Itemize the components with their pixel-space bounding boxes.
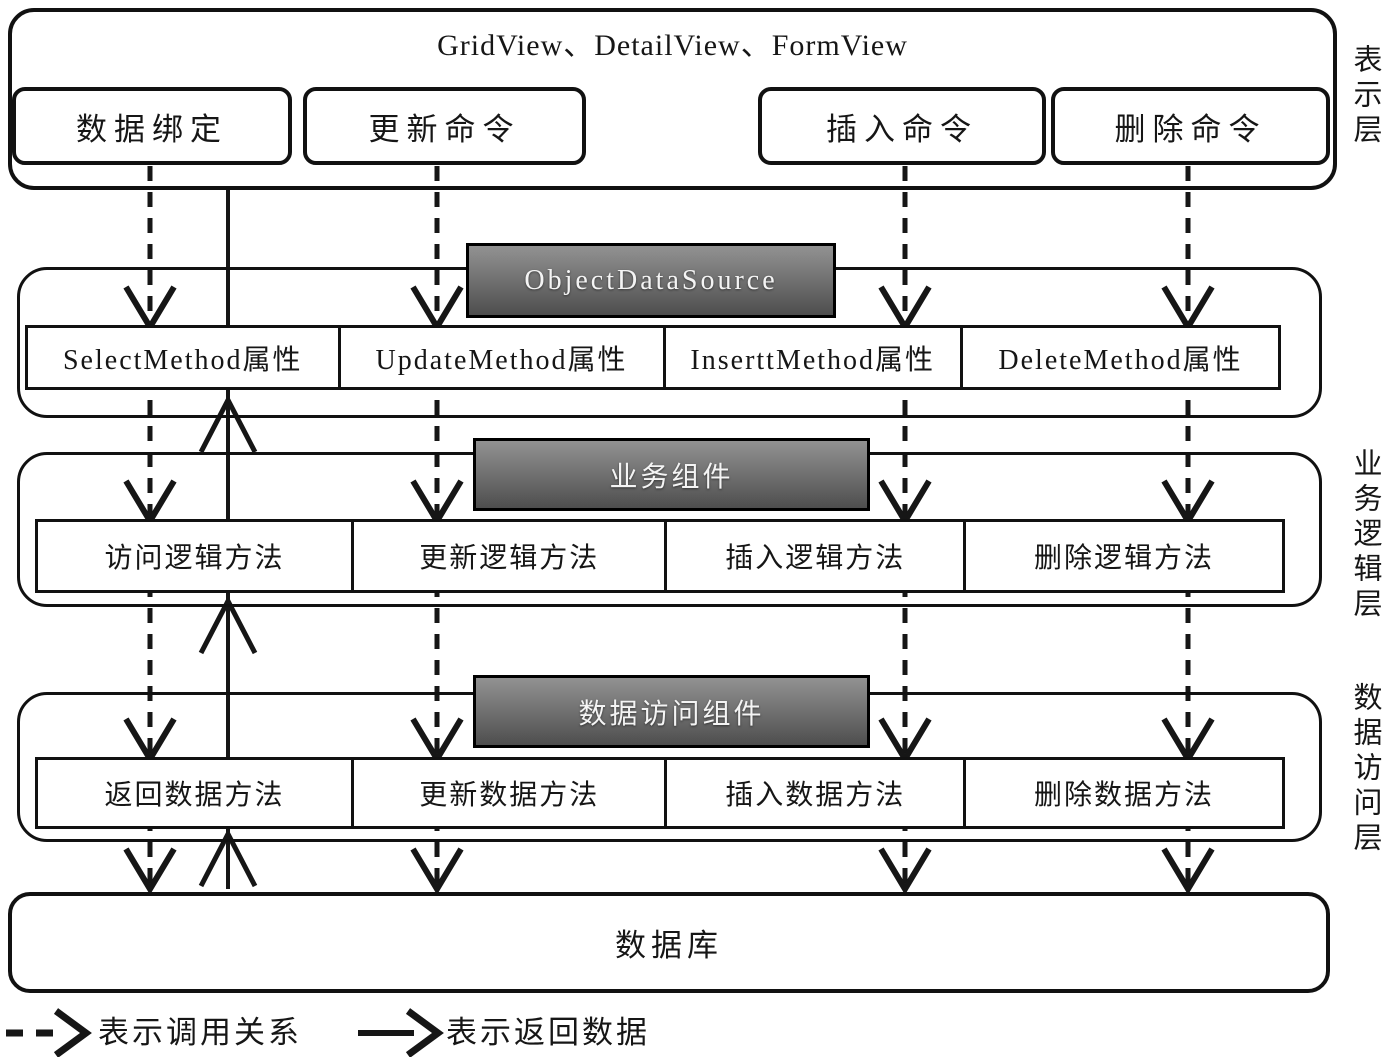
box-update-command-label: 更新命令 xyxy=(368,111,521,147)
data-access-method-row: 返回数据方法 更新数据方法 插入数据方法 删除数据方法 xyxy=(35,757,1285,829)
database-box: 数据库 xyxy=(8,892,1330,993)
cell-insert-method: InserttMethod属性 xyxy=(666,328,963,387)
cell-access-logic: 访问逻辑方法 xyxy=(38,522,354,590)
box-insert-command-label: 插入命令 xyxy=(826,111,978,147)
side-label-data-access: 数据访问层 xyxy=(1349,682,1381,857)
side-label-business: 业务逻辑层 xyxy=(1349,448,1381,623)
data-access-component-label: 数据访问组件 xyxy=(578,698,765,730)
cell-update-method: UpdateMethod属性 xyxy=(341,328,666,387)
legend-dashed-label: 表示调用关系 xyxy=(98,1015,302,1050)
business-component-box: 业务组件 xyxy=(473,438,870,511)
presentation-layer-title: GridView、DetailView、FormView xyxy=(437,29,908,62)
box-delete-command-label: 删除命令 xyxy=(1114,111,1267,147)
cell-insert-data: 插入数据方法 xyxy=(667,760,966,826)
box-data-binding: 数据绑定 xyxy=(12,87,292,165)
box-update-command: 更新命令 xyxy=(303,87,586,165)
ods-component-label: ObjectDataSource xyxy=(524,264,778,296)
cell-delete-method: DeleteMethod属性 xyxy=(998,344,1243,376)
presentation-layer-container xyxy=(8,8,1337,190)
cell-delete-data: 删除数据方法 xyxy=(1033,780,1214,811)
cell-update-logic: 更新逻辑方法 xyxy=(354,522,668,590)
cell-select-method: SelectMethod属性 xyxy=(28,328,341,387)
cell-update-data: 更新数据方法 xyxy=(354,760,668,826)
box-insert-command: 插入命令 xyxy=(758,87,1046,165)
data-access-component-box: 数据访问组件 xyxy=(473,675,870,748)
cell-insert-logic: 插入逻辑方法 xyxy=(667,522,966,590)
legend-solid-label: 表示返回数据 xyxy=(446,1015,650,1050)
cell-return-data: 返回数据方法 xyxy=(38,760,354,826)
business-method-row: 访问逻辑方法 更新逻辑方法 插入逻辑方法 删除逻辑方法 xyxy=(35,519,1285,593)
box-delete-command: 删除命令 xyxy=(1051,87,1330,165)
ods-component-box: ObjectDataSource xyxy=(466,243,836,318)
cell-delete-logic: 删除逻辑方法 xyxy=(1033,543,1214,574)
business-component-label: 业务组件 xyxy=(609,461,734,493)
ods-method-row: SelectMethod属性 UpdateMethod属性 InserttMet… xyxy=(25,325,1281,390)
side-label-presentation: 表示层 xyxy=(1349,44,1381,149)
box-data-binding-label: 数据绑定 xyxy=(76,111,228,147)
database-label: 数据库 xyxy=(615,928,723,963)
